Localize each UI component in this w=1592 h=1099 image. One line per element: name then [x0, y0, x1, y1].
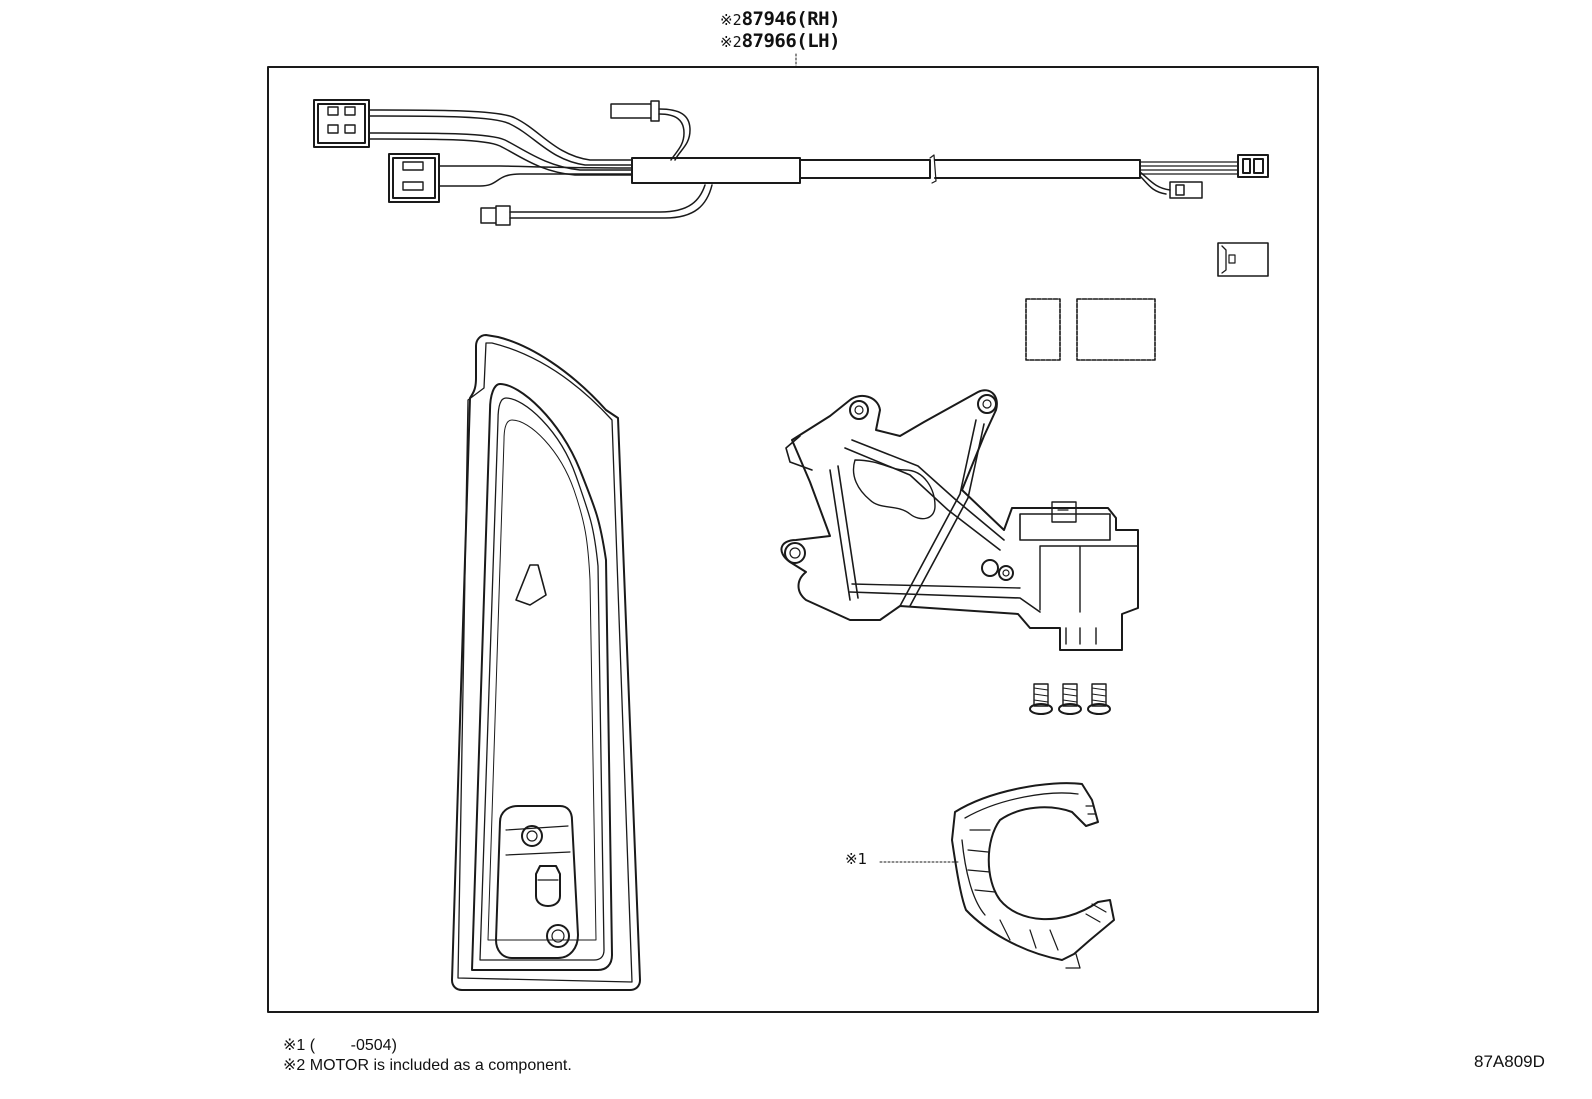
figure-code: 87A809D — [1474, 1052, 1545, 1071]
wire-harness — [313, 99, 1269, 226]
footnote-1: ※1 ( -0504) — [283, 1037, 397, 1054]
harness-plug-top — [610, 100, 660, 122]
part-number-callout-lh: ※287966(LH) — [720, 30, 890, 53]
note-mark-2: ※2 — [720, 11, 742, 29]
harness-plug-right — [1169, 181, 1203, 199]
screw — [1029, 683, 1053, 715]
bracket-callout: ※1 — [845, 850, 868, 868]
adhesive-pad-large — [1076, 298, 1156, 361]
screws — [1029, 683, 1111, 715]
note-mark-2: ※2 — [720, 33, 742, 51]
regulator-motor — [1019, 513, 1111, 541]
harness-plug-bottom — [480, 205, 511, 226]
harness-connector-right — [1237, 154, 1269, 178]
clip-part — [1217, 242, 1269, 277]
glass-hinge-bracket — [495, 805, 579, 959]
screw — [1058, 683, 1082, 715]
harness-connector-2 — [388, 153, 440, 203]
harness-connector-1 — [313, 99, 370, 148]
quarter-glass-panel — [451, 334, 641, 991]
part-number-callout-rh: ※287946(RH) — [720, 8, 890, 31]
part-number-lh: 87966(LH) — [741, 30, 841, 52]
screw — [1087, 683, 1111, 715]
part-number-rh: 87946(RH) — [741, 8, 841, 30]
footnote-2: ※2 MOTOR is included as a component. — [283, 1057, 572, 1074]
panel-hole — [515, 564, 547, 606]
harness-sheath — [631, 157, 801, 184]
adhesive-pad-small — [1025, 298, 1061, 361]
assembly-frame — [267, 66, 1319, 1013]
window-regulator-with-motor — [780, 389, 1139, 651]
c-bracket — [951, 782, 1115, 969]
